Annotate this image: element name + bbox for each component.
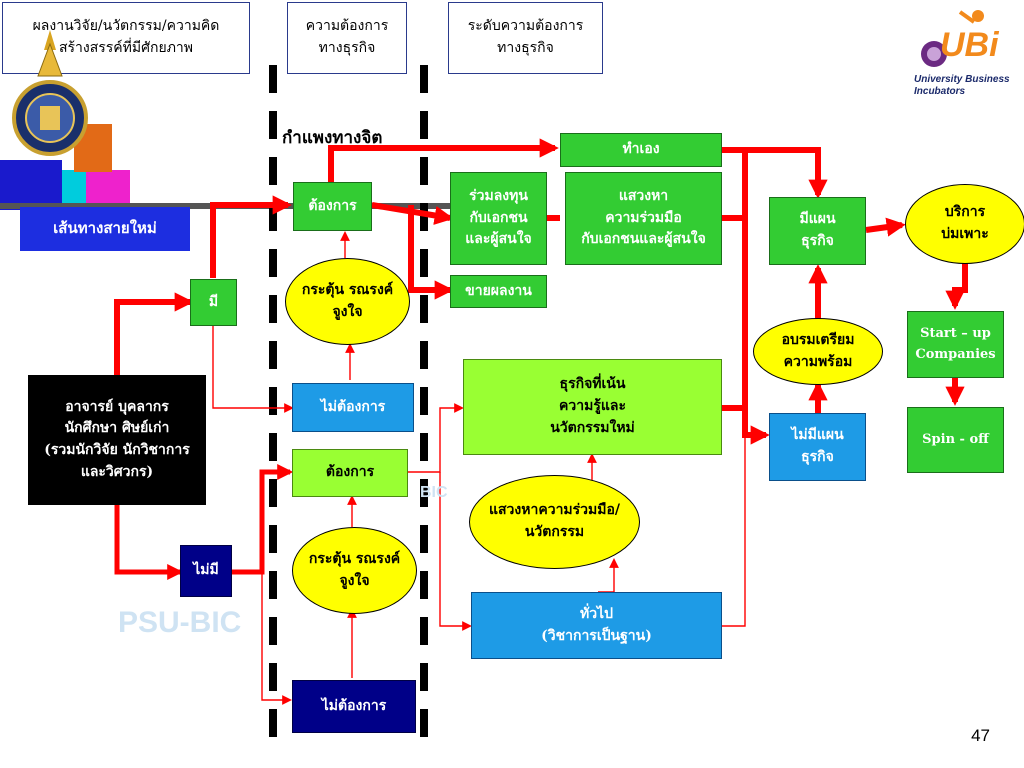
motivate-top-ellipse: กระตุ้น รณรงค์ จูงใจ	[285, 258, 410, 345]
want-bottom-node: ต้องการ	[292, 449, 408, 497]
not-want-top-node: ไม่ต้องการ	[292, 383, 414, 432]
spinoff-node: Spin - off	[907, 407, 1004, 473]
university-emblem	[12, 30, 88, 156]
seek-coop-node: แสวงหา ความร่วมมือ กับเอกชนและผู้สนใจ	[565, 172, 722, 265]
not-want-bottom-node: ไม่ต้องการ	[292, 680, 416, 733]
deco-block-cyan	[62, 170, 86, 206]
arrow-doself-to-plan	[722, 147, 828, 199]
arrow-want2-to-general	[439, 472, 472, 631]
arrow-havenot-to-want2	[232, 463, 294, 575]
do-self-node: ทำเอง	[560, 133, 722, 167]
arrow-people-to-have	[114, 292, 194, 375]
startup-node: Start – up Companies	[907, 311, 1004, 378]
header-need-level: ระดับความต้องการ ทางธุรกิจ	[448, 2, 603, 74]
arrow-have-to-notwant	[212, 326, 294, 413]
arrow-want-to-doself	[328, 138, 559, 182]
line-general-to-trunk	[722, 435, 746, 627]
ubi-logo-icon	[921, 10, 984, 67]
arrow-general-to-seekinnov	[598, 558, 619, 593]
co-invest-node: ร่วมลงทุน กับเอกชน และผู้สนใจ	[450, 172, 547, 265]
has-plan-node: มีแผน ธุรกิจ	[769, 197, 866, 265]
incubate-ellipse: บริการ บ่มเพาะ	[905, 184, 1024, 264]
sell-work-node: ขายผลงาน	[450, 275, 547, 308]
watermark-psu-bic: PSU-BIC	[118, 606, 242, 639]
ubi-logo-mark: UBi	[940, 26, 999, 64]
people-node: อาจารย์ บุคลากร นักศึกษา ศิษย์เก่า (รวมน…	[28, 375, 206, 505]
arrow-people-to-havenot	[114, 505, 184, 581]
have-node: มี	[190, 279, 237, 326]
motivate-bottom-ellipse: กระตุ้น รณรงค์ จูงใจ	[292, 527, 417, 614]
deco-block-blue	[0, 160, 62, 210]
arrow-want2-to-focus	[408, 403, 464, 473]
mental-wall-label: กำแพงทางจิต	[282, 128, 383, 148]
have-not-node: ไม่มี	[180, 545, 232, 597]
train-ellipse: อบรมเตรียม ความพร้อม	[753, 318, 883, 385]
arrow-havenot-to-notwant2	[261, 570, 292, 705]
arrow-want-to-sell	[408, 205, 454, 300]
no-plan-node: ไม่มีแผน ธุรกิจ	[769, 413, 866, 481]
ubi-logo-caption: University Business Incubators	[914, 74, 1010, 97]
general-node: ทั่วไป (วิชาการเป็นฐาน)	[471, 592, 722, 659]
seek-innovation-ellipse: แสวงหาความร่วมมือ/ นวัตกรรม	[469, 475, 640, 569]
deco-block-magenta	[86, 170, 130, 206]
arrow-have-to-want	[210, 195, 292, 278]
page-number: 47	[971, 726, 990, 745]
arrow-plan-to-incubate	[865, 217, 906, 237]
focus-business-node: ธุรกิจที่เน้น ความรู้และ นวัตกรรมใหม่	[463, 359, 722, 455]
route-label: เส้นทางสายใหม่	[20, 207, 190, 251]
arrow-incubate-to-startup	[945, 260, 968, 310]
header-business-need: ความต้องการ ทางธุรกิจ	[287, 2, 407, 74]
watermark-bic: BIC	[420, 484, 448, 501]
want-top-node: ต้องการ	[293, 182, 372, 231]
arrow-trunk-to-noplan	[742, 150, 770, 445]
